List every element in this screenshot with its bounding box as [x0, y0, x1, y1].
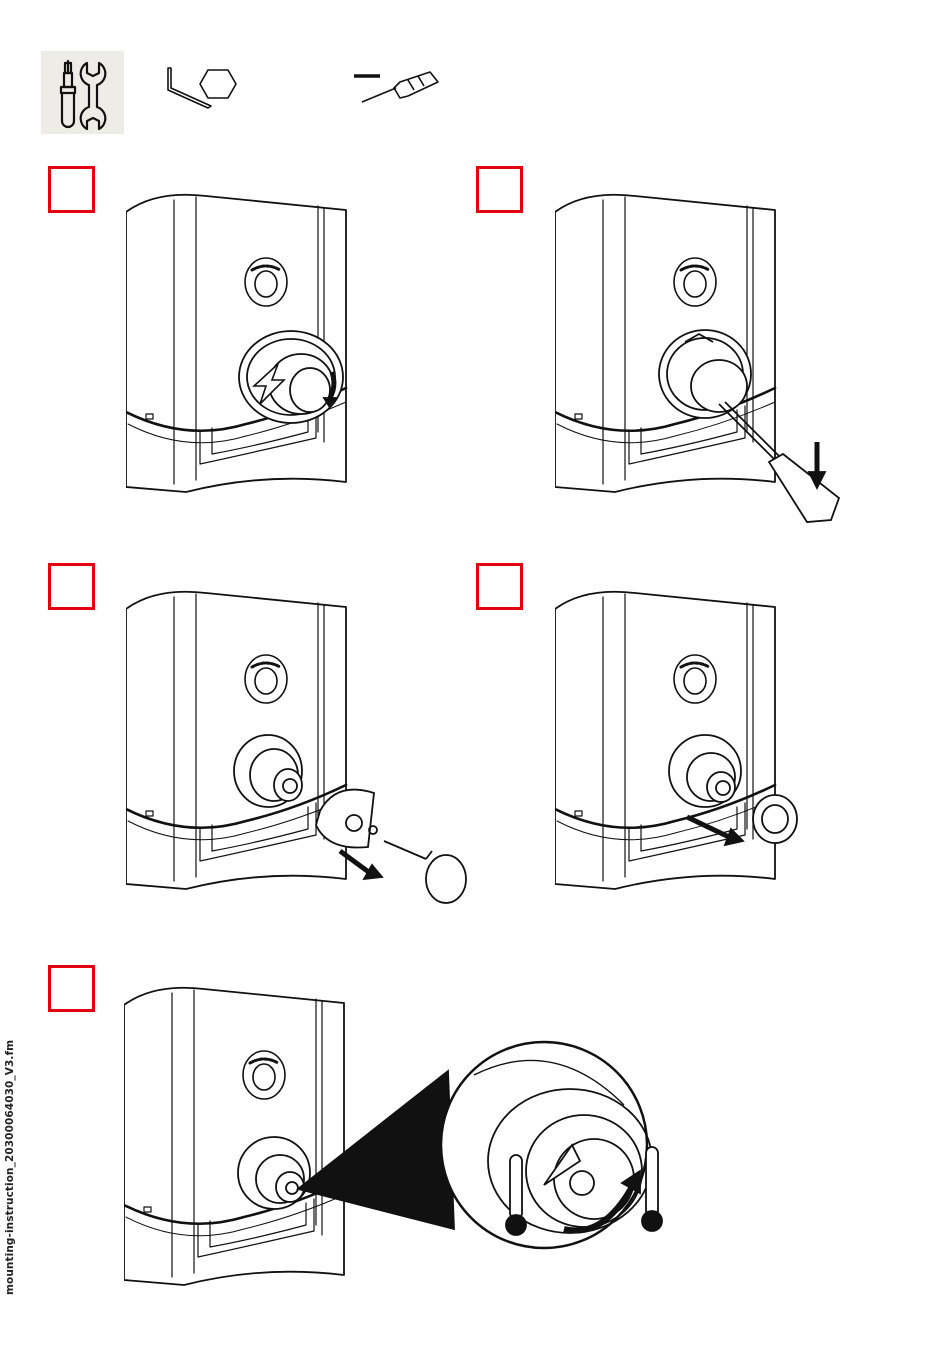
tools-required-box [41, 51, 124, 134]
step-5-illustration [124, 985, 674, 1305]
hex-key-icon [160, 62, 240, 112]
step-number-box-3 [48, 563, 95, 610]
step-4-illustration [555, 589, 815, 909]
step-number-box-4 [476, 563, 523, 610]
step-3-illustration [126, 589, 476, 909]
step-number-box-2 [476, 166, 523, 213]
document-file-label: mounting-instruction_20300064030_V3.fm [4, 1040, 16, 1295]
step-number-box-5 [48, 965, 95, 1012]
step-number-box-1 [48, 166, 95, 213]
flat-screwdriver-icon [352, 66, 447, 106]
step-1-illustration [126, 192, 366, 512]
screwdriver-wrench-icon [41, 51, 124, 134]
step-2-illustration [555, 192, 855, 542]
